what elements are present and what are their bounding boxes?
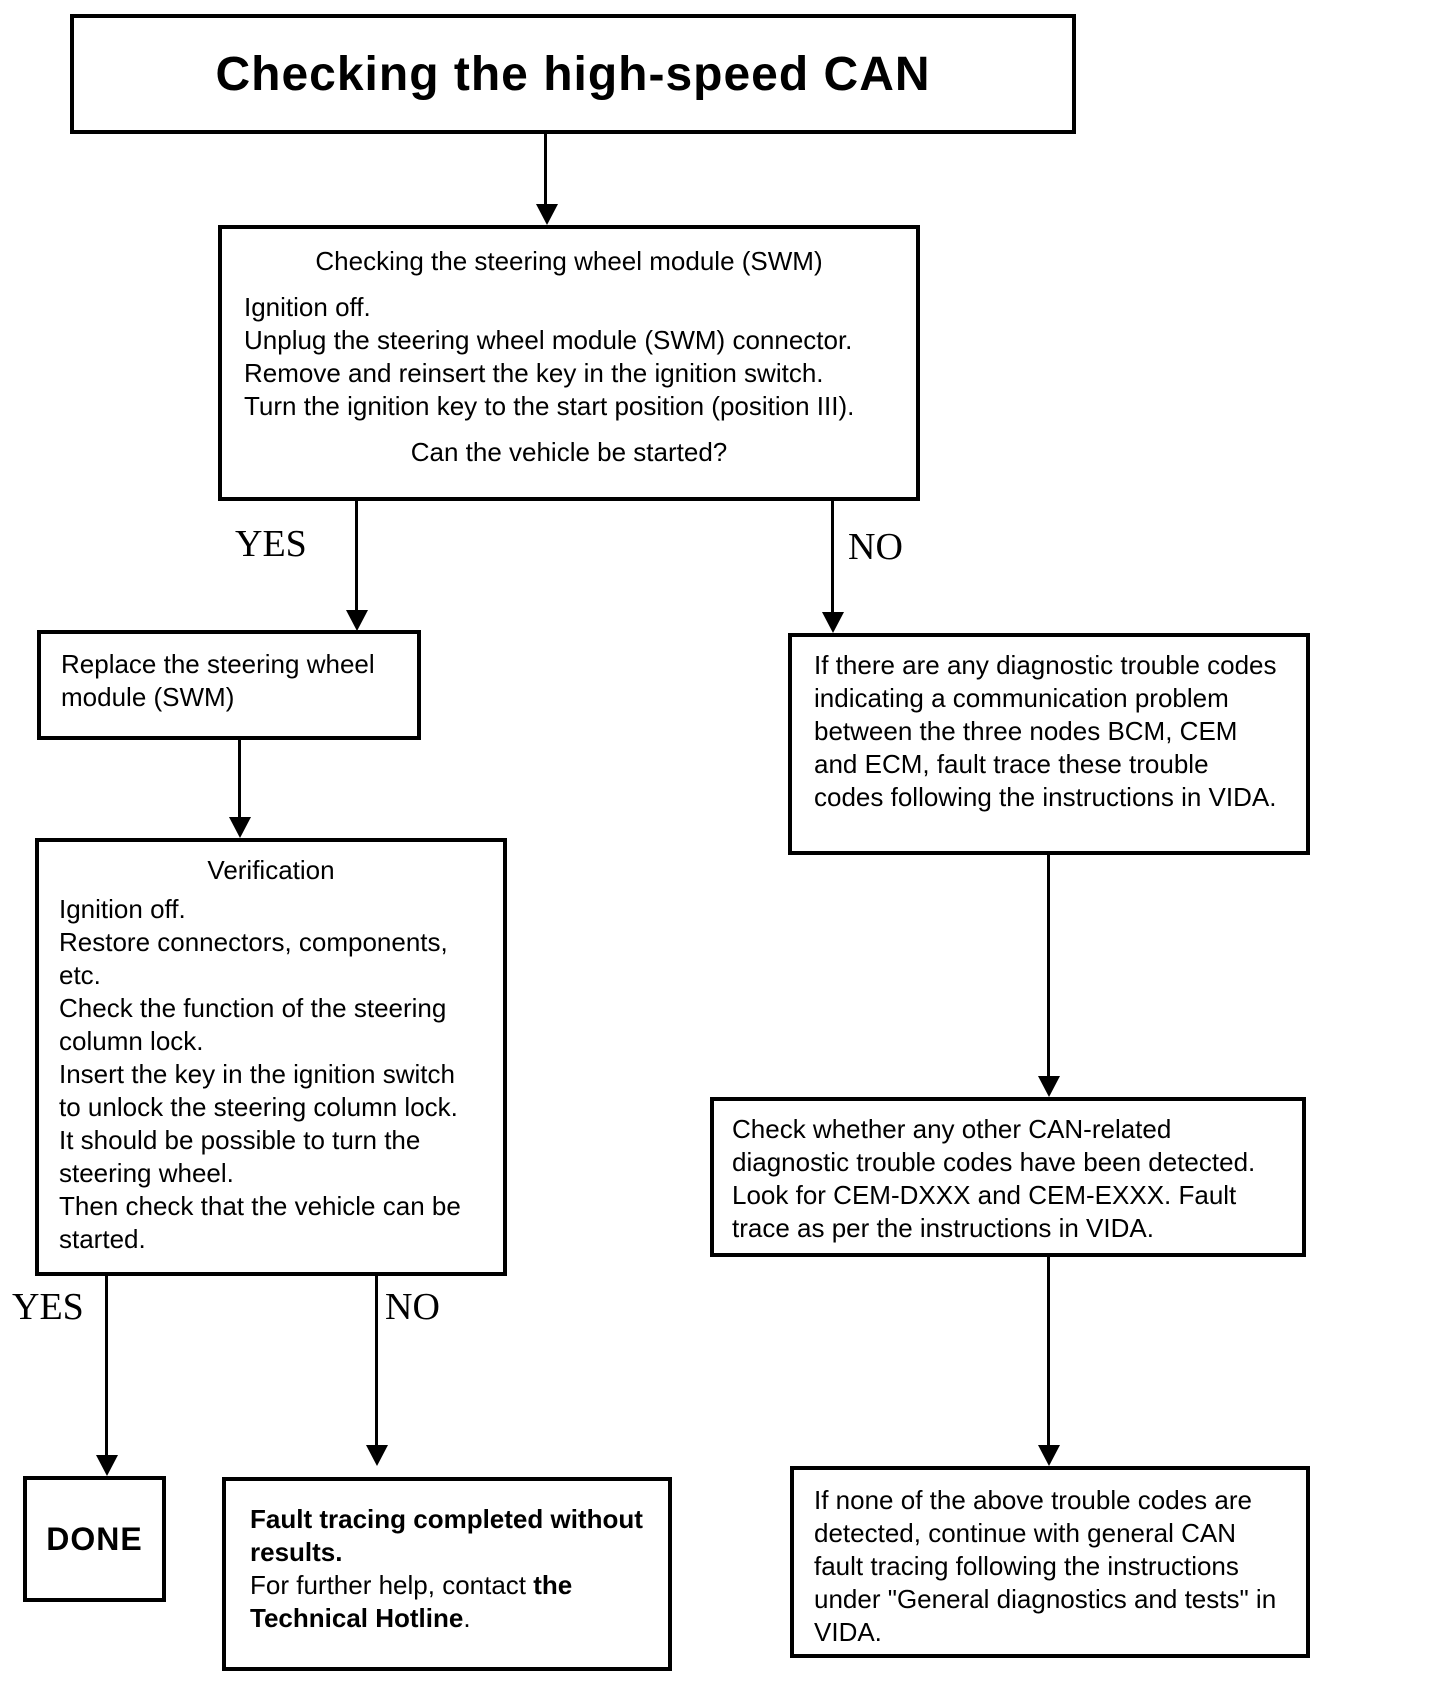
fault-tracing-contact-prefix: For further help, contact bbox=[250, 1570, 534, 1600]
title-box: Checking the high-speed CAN bbox=[70, 14, 1076, 134]
verification-line: Insert the key in the ignition switch to… bbox=[59, 1059, 458, 1122]
branch-label-no-1: NO bbox=[848, 526, 903, 568]
arrowhead-icon bbox=[1038, 1445, 1060, 1466]
swm-check-box: Checking the steering wheel module (SWM)… bbox=[218, 225, 920, 501]
done-box: DONE bbox=[23, 1476, 166, 1602]
replace-swm-box: Replace the steering wheel module (SWM) bbox=[37, 630, 421, 740]
verification-line: Restore connectors, components, etc. bbox=[59, 927, 448, 990]
branch-label-yes-2: YES bbox=[12, 1286, 84, 1328]
connector-line-dtc bbox=[1047, 855, 1050, 1077]
fault-tracing-box: Fault tracing completed without results.… bbox=[222, 1477, 672, 1671]
connector-line-yes-2 bbox=[105, 1276, 108, 1456]
connector-line-no-1 bbox=[831, 501, 834, 613]
verification-line: Ignition off. bbox=[59, 894, 186, 924]
branch-label-no-2: NO bbox=[385, 1286, 440, 1328]
arrowhead-icon bbox=[536, 204, 558, 225]
swm-check-line: Remove and reinsert the key in the ignit… bbox=[244, 358, 824, 388]
general-can-text: If none of the above trouble codes are d… bbox=[814, 1485, 1277, 1647]
general-can-box: If none of the above trouble codes are d… bbox=[790, 1466, 1310, 1658]
verification-line: It should be possible to turn the steeri… bbox=[59, 1125, 421, 1188]
swm-check-heading: Checking the steering wheel module (SWM) bbox=[315, 246, 823, 276]
swm-check-line: Turn the ignition key to the start posit… bbox=[244, 391, 855, 421]
dtc-nodes-box: If there are any diagnostic trouble code… bbox=[788, 633, 1310, 855]
done-text: DONE bbox=[46, 1520, 143, 1557]
fault-tracing-contact-suffix: . bbox=[463, 1603, 471, 1633]
connector-line-replace bbox=[238, 740, 241, 818]
page-title: Checking the high-speed CAN bbox=[215, 47, 931, 101]
arrowhead-icon bbox=[346, 610, 368, 631]
branch-label-yes-1: YES bbox=[235, 523, 307, 565]
arrowhead-icon bbox=[229, 817, 251, 838]
connector-line-no-2 bbox=[375, 1276, 378, 1446]
arrowhead-icon bbox=[366, 1445, 388, 1466]
fault-tracing-bold-text: Fault tracing completed without results. bbox=[250, 1504, 643, 1567]
connector-line-title bbox=[544, 134, 547, 206]
fault-tracing-contact-line: For further help, contact the Technical … bbox=[250, 1569, 644, 1635]
verification-heading: Verification bbox=[207, 855, 335, 885]
replace-swm-text: Replace the steering wheel module (SWM) bbox=[61, 649, 375, 712]
swm-check-question: Can the vehicle be started? bbox=[410, 437, 728, 467]
swm-check-line: Ignition off. bbox=[244, 292, 371, 322]
arrowhead-icon bbox=[1038, 1076, 1060, 1097]
arrowhead-icon bbox=[822, 612, 844, 633]
dtc-nodes-text: If there are any diagnostic trouble code… bbox=[814, 650, 1277, 812]
can-related-text: Check whether any other CAN-related diag… bbox=[732, 1114, 1256, 1243]
fault-tracing-contact-bold: the Technical Hotline bbox=[250, 1570, 573, 1633]
verification-box: Verification Ignition off. Restore conne… bbox=[35, 838, 507, 1276]
arrowhead-icon bbox=[96, 1455, 118, 1476]
connector-line-yes-1 bbox=[355, 501, 358, 611]
connector-line-can bbox=[1047, 1257, 1050, 1446]
verification-line: Then check that the vehicle can be start… bbox=[59, 1191, 461, 1254]
can-related-box: Check whether any other CAN-related diag… bbox=[710, 1097, 1306, 1257]
verification-line: Check the function of the steering colum… bbox=[59, 993, 447, 1056]
swm-check-line: Unplug the steering wheel module (SWM) c… bbox=[244, 325, 853, 355]
